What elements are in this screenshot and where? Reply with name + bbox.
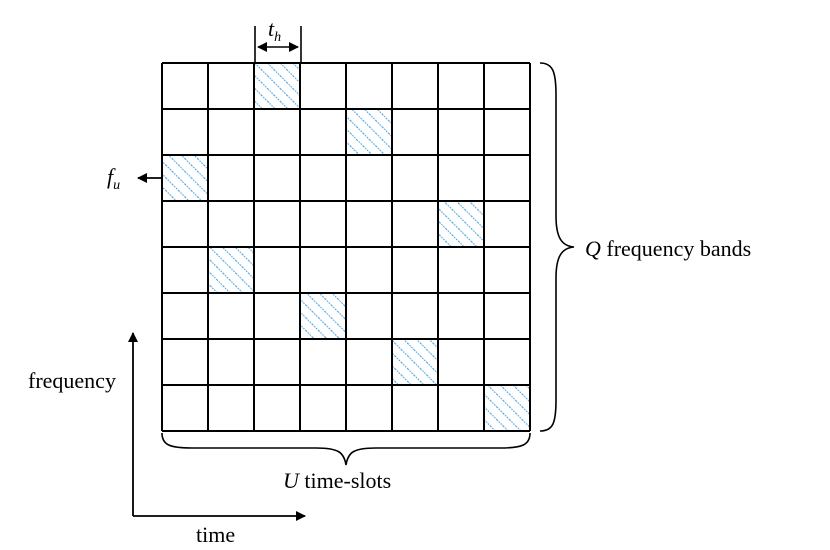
time-frequency-grid bbox=[161, 62, 531, 432]
hatched-cell-4 bbox=[438, 201, 484, 247]
hatched-cells bbox=[162, 63, 530, 431]
time-axis-label: time bbox=[196, 522, 235, 547]
q-frequency-bands-label: Q frequency bands bbox=[585, 236, 751, 261]
u-brace bbox=[161, 432, 531, 466]
q-brace bbox=[539, 62, 575, 432]
frequency-axis-label: frequency bbox=[28, 368, 116, 393]
hatched-cell-7 bbox=[392, 339, 438, 385]
hatched-cell-1 bbox=[254, 63, 300, 109]
hatched-cell-8 bbox=[484, 385, 530, 431]
hatched-cell-2 bbox=[346, 109, 392, 155]
hatched-cell-5 bbox=[208, 247, 254, 293]
th-dimension-marker bbox=[254, 26, 302, 64]
hatched-cell-6 bbox=[300, 293, 346, 339]
th-label: th bbox=[268, 16, 281, 45]
u-time-slots-label: U time-slots bbox=[283, 468, 391, 493]
fu-label: fu bbox=[107, 164, 120, 193]
hatched-cell-3 bbox=[162, 155, 208, 201]
